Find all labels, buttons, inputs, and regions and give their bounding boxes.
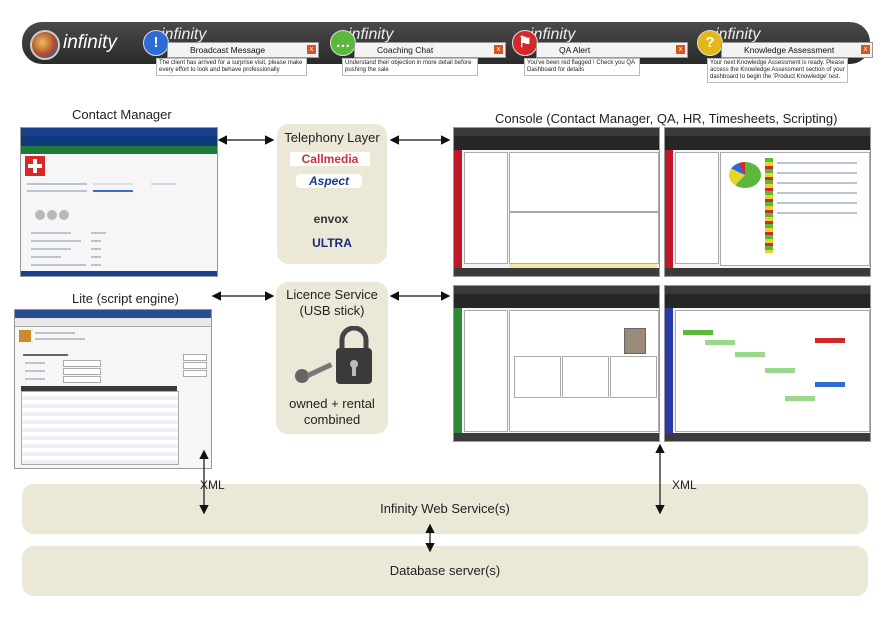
telephony-title: Telephony Layer <box>284 130 380 145</box>
notification-qa-alert[interactable]: infinity ⚑ QA Alert x You've been red fla… <box>512 26 688 76</box>
notification-coaching-chat[interactable]: infinity … Coaching Chat x Understand the… <box>330 26 506 76</box>
notification-header: Coaching Chat x <box>354 42 506 58</box>
window-titlebar <box>15 310 211 318</box>
notification-knowledge-assessment[interactable]: infinity ? Knowledge Assessment x Your ne… <box>697 26 873 83</box>
toolbar <box>21 146 217 154</box>
database-label: Database server(s) <box>389 563 501 578</box>
xml-label-right: XML <box>672 478 697 492</box>
close-icon[interactable]: x <box>861 45 870 54</box>
telephony-layer-box <box>277 124 387 264</box>
lite-screenshot <box>14 309 212 469</box>
user-icon <box>19 330 31 342</box>
notification-brand-ghost: infinity <box>161 26 207 43</box>
question-icon: ? <box>697 30 723 56</box>
console-qa-dashboard-screenshot <box>664 127 871 277</box>
notification-header: Knowledge Assessment x <box>721 42 873 58</box>
database-bar: Database server(s) <box>22 546 868 596</box>
window-header <box>21 136 217 146</box>
notification-body: You've been red flagged ! Check you QA D… <box>524 58 640 76</box>
notification-title: Knowledge Assessment <box>744 45 835 55</box>
swiss-flag-icon <box>25 156 45 176</box>
console-contact-manager-screenshot <box>453 127 660 277</box>
licence-caption-line2: combined <box>303 412 361 427</box>
window-titlebar <box>21 128 217 136</box>
contact-manager-title: Contact Manager <box>72 107 172 122</box>
notification-body: Understand their objection in more detai… <box>342 58 478 76</box>
toolbar <box>15 318 211 327</box>
close-icon[interactable]: x <box>307 45 316 54</box>
notification-header: QA Alert x <box>536 42 688 58</box>
notification-body: The client has arrived for a surprise vi… <box>156 58 307 76</box>
aspect-logo: Aspect <box>296 174 362 188</box>
licence-title-line1: Licence Service <box>286 287 378 302</box>
chat-icon: … <box>330 30 356 56</box>
console-hr-screenshot <box>453 285 660 442</box>
employee-photo <box>624 328 646 354</box>
notification-brand-ghost: infinity <box>348 26 394 43</box>
notification-broadcast-message[interactable]: infinity ! Broadcast Message x The client… <box>143 26 319 76</box>
close-icon[interactable]: x <box>676 45 685 54</box>
notification-title: Broadcast Message <box>190 45 266 55</box>
web-service-label: Infinity Web Service(s) <box>380 501 510 516</box>
notification-brand-ghost: infinity <box>715 26 761 43</box>
brand-logo: infinity <box>30 28 140 60</box>
envox-logo: envox <box>313 212 349 226</box>
flag-icon: ⚑ <box>512 30 538 56</box>
web-service-bar: Infinity Web Service(s) <box>22 484 868 534</box>
infinity-logo-icon <box>30 30 60 60</box>
info-icon: ! <box>143 30 169 56</box>
callmedia-logo: Callmedia <box>290 152 370 166</box>
licence-title-line2: (USB stick) <box>299 303 365 318</box>
ultra-logo: ULTRA <box>312 236 352 250</box>
notification-title: QA Alert <box>559 45 591 55</box>
notification-body: Your next Knowledge Assessment is ready.… <box>707 58 848 83</box>
console-scripting-screenshot <box>664 285 871 442</box>
notification-title: Coaching Chat <box>377 45 434 55</box>
notification-header: Broadcast Message x <box>167 42 319 58</box>
console-title: Console (Contact Manager, QA, HR, Timesh… <box>495 111 838 126</box>
brand-name: infinity <box>63 32 117 53</box>
notification-brand-ghost: infinity <box>530 26 576 43</box>
contact-manager-screenshot <box>20 127 218 277</box>
close-icon[interactable]: x <box>494 45 503 54</box>
padlock-key-icon <box>295 326 372 384</box>
lite-title: Lite (script engine) <box>72 291 179 306</box>
licence-caption-line1: owned + rental <box>289 396 375 411</box>
